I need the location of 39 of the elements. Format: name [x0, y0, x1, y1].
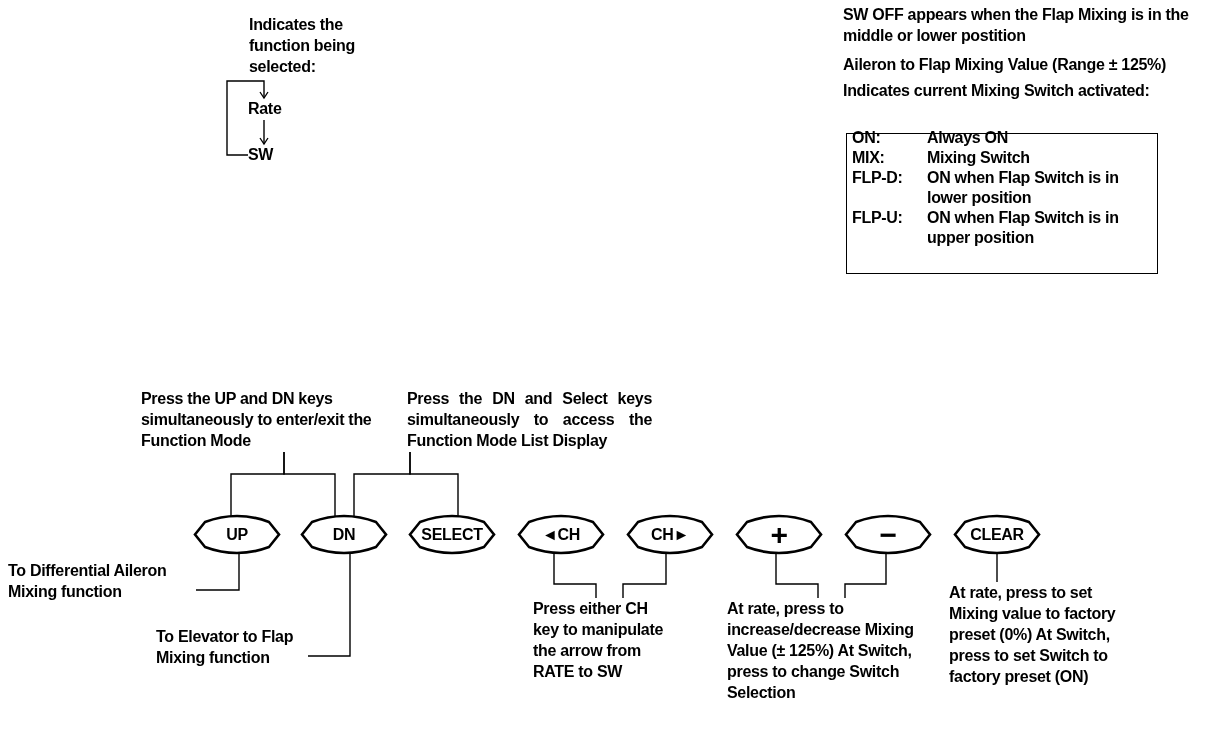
switch-description: ON when Flap Switch is in upper position [927, 208, 1120, 248]
instruction-text: Press the UP and DN keys simultaneously to enter/exit the Function Mode [141, 388, 386, 451]
arrow [259, 119, 269, 145]
leader-line [283, 451, 336, 517]
switch-description: ON when Flap Switch is in lower position [927, 168, 1120, 208]
instruction-text: Press the DN and Select keys simultaneously to access the Function Mode List Display [407, 388, 652, 451]
note-text: Aileron to Flap Mixing Value (Range ± 125%) [843, 55, 1168, 75]
switch-code: FLP-U: [852, 208, 904, 228]
key-button: CH► [626, 516, 714, 553]
menu-item-text: Rate [248, 98, 292, 119]
note-text: Indicates current Mixing Switch activated: [843, 81, 1151, 101]
key-button: CLEAR [953, 516, 1041, 553]
leader-line [775, 552, 819, 599]
instruction-text: To Differential Aileron Mixing function [8, 560, 196, 602]
menu-item-text: SW [248, 144, 282, 165]
leader-line [844, 552, 887, 599]
key-button: − [844, 516, 932, 553]
instruction-text: Press either CH key to manipulate the arrow from RATE to SW [533, 598, 669, 682]
key-button: + [735, 516, 823, 553]
key-button: DN [300, 516, 388, 553]
switch-code: FLP-D: [852, 168, 904, 188]
switch-description: Mixing Switch [927, 148, 1031, 168]
leader-line [307, 552, 351, 657]
instruction-text: At rate, press to set Mixing value to factory preset (0%) At Switch, press to set Switch to factory preset (ON) [949, 582, 1121, 687]
leader-line [195, 552, 240, 591]
switch-list-box [846, 133, 1158, 274]
key-button: SELECT [408, 516, 496, 553]
instruction-text: At rate, press to increase/decrease Mixing Value (± 125%) At Switch, press to change Switch Selection [727, 598, 915, 703]
leader-line [409, 451, 459, 517]
note-text: SW OFF appears when the Flap Mixing is in the middle or lower postition [843, 5, 1190, 46]
arrow [226, 80, 269, 156]
key-button: ◄CH [517, 516, 605, 553]
leader-line [553, 552, 597, 599]
switch-code: MIX: [852, 148, 886, 168]
leader-line [996, 552, 998, 583]
leader-line [622, 552, 667, 599]
note-text: Indicates the function being selected: [249, 15, 356, 77]
instruction-text: To Elevator to Flap Mixing function [156, 626, 308, 668]
key-button: UP [193, 516, 281, 553]
